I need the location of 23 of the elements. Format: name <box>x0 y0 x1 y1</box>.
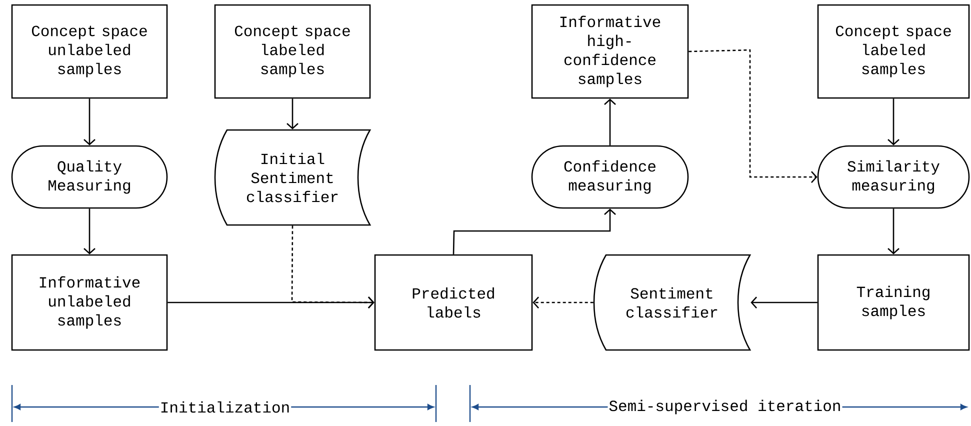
process-terminal: Quality Measuring <box>11 145 168 209</box>
process-box: Training samples <box>817 254 970 351</box>
arrow <box>888 208 900 254</box>
arrow <box>688 49 818 183</box>
arrow <box>286 98 298 130</box>
phase-label: Initialization <box>158 400 292 414</box>
process-box: Concept space unlabeled samples <box>11 4 168 99</box>
process-box: Informative unlabeled samples <box>11 254 168 351</box>
arrow <box>84 98 96 146</box>
arrow <box>168 296 374 308</box>
process-box: Concept space labeled samples <box>214 4 371 99</box>
process-box: Predicted labels <box>374 254 533 351</box>
process-box: Informative high-confidence samples <box>531 4 689 99</box>
arrow <box>532 296 594 308</box>
process-box: Concept space labeled samples <box>817 4 970 99</box>
arrow <box>888 98 900 146</box>
arrow <box>750 296 818 308</box>
arrow <box>84 208 96 254</box>
process-terminal: Confidence measuring <box>531 145 689 209</box>
arrow <box>604 98 616 146</box>
process-terminal: Similarity measuring <box>817 145 970 209</box>
phase-label: Semi-supervised iteration <box>608 398 842 416</box>
arrow <box>452 208 616 254</box>
